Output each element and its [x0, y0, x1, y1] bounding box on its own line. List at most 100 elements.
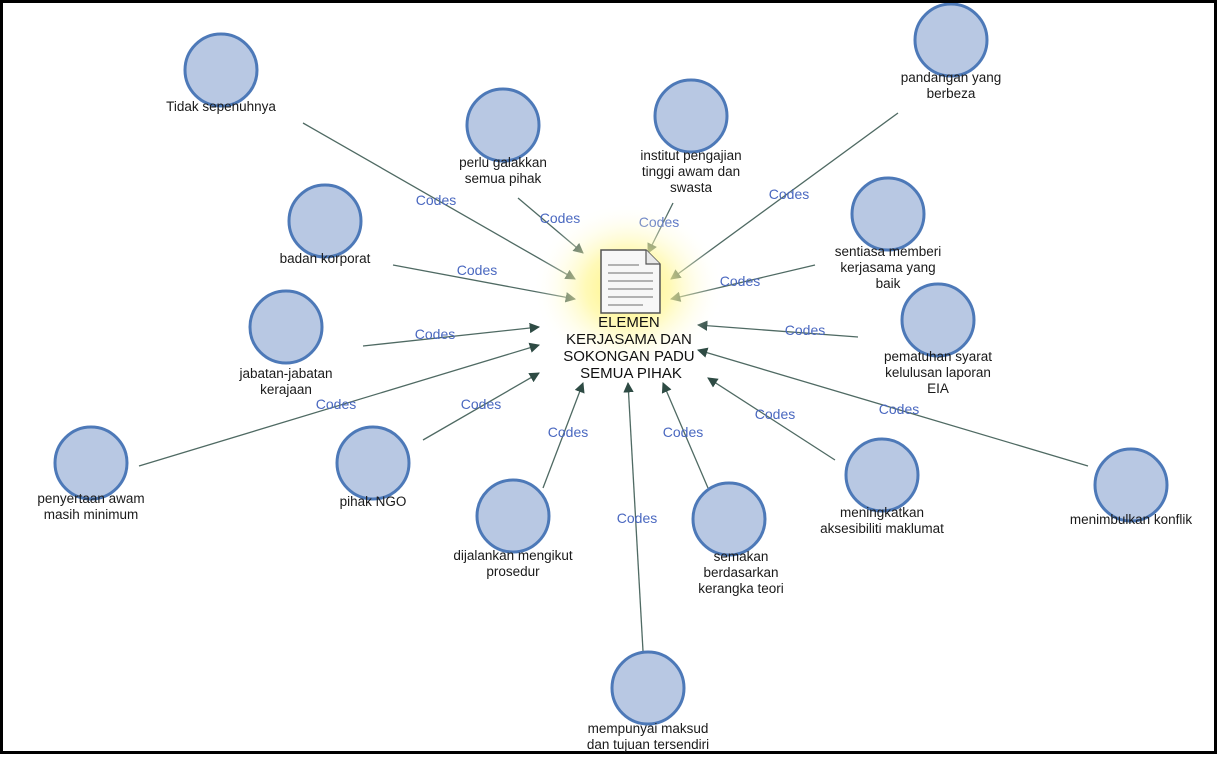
node-label-line: berbeza: [927, 86, 976, 101]
edge-label-codes: Codes: [720, 273, 760, 289]
edge-label-codes: Codes: [548, 424, 588, 440]
node-label-line: masih minimum: [44, 507, 139, 522]
node-label-line: baik: [876, 276, 901, 291]
node-label: pihak NGO: [340, 494, 407, 509]
node-label: badan korporat: [280, 251, 371, 266]
node-label-line: badan korporat: [280, 251, 371, 266]
node-label-line: pihak NGO: [340, 494, 407, 509]
node-label-line: tinggi awam dan: [642, 164, 740, 179]
edge-label-codes: Codes: [416, 192, 456, 208]
edge-pihak-ngo[interactable]: [422, 372, 540, 441]
edge-mempunyai-maksud[interactable]: [623, 381, 644, 652]
edge-label-codes: Codes: [316, 396, 356, 412]
node-circle[interactable]: [691, 481, 767, 557]
edge-label-codes: Codes: [415, 326, 455, 342]
node-label-line: jabatan-jabatan: [238, 366, 332, 381]
node-label-line: dijalankan mengikut: [453, 548, 573, 563]
edge-label-codes: Codes: [785, 322, 825, 338]
node-circle[interactable]: [475, 478, 551, 554]
node-label-line: kerangka teori: [698, 581, 784, 596]
edge-meningkatkan-aksesibiliti[interactable]: [707, 377, 836, 461]
edge-jabatan-kerajaan[interactable]: [362, 322, 541, 347]
node-label-line: semakan: [714, 549, 769, 564]
center-node[interactable]: ELEMEN KERJASAMA DAN SOKONGAN PADU SEMUA…: [533, 203, 723, 382]
node-circle[interactable]: [610, 650, 686, 726]
node-label-line: EIA: [927, 381, 949, 396]
node-circle[interactable]: [850, 176, 926, 252]
node-label-line: menimbulkan konflik: [1070, 512, 1193, 527]
node-circle[interactable]: [287, 183, 363, 259]
node-label-line: penyertaan awam: [37, 491, 144, 506]
edge-label-codes: Codes: [617, 510, 657, 526]
node-label-line: institut pengajian: [640, 148, 741, 163]
node-label-line: pandangan yang: [901, 70, 1002, 85]
node-circle[interactable]: [465, 87, 541, 163]
edge-label-codes: Codes: [755, 406, 795, 422]
node-circle[interactable]: [653, 78, 729, 154]
edge-semakan-kerangka[interactable]: [661, 382, 709, 489]
node-label-line: prosedur: [486, 564, 540, 579]
node-label-line: dan tujuan tersendiri: [587, 737, 709, 752]
node-circle[interactable]: [913, 3, 989, 78]
node-badan-korporat[interactable]: badan korporat: [280, 183, 371, 266]
node-label-line: kelulusan laporan: [885, 365, 991, 380]
node-circle[interactable]: [900, 282, 976, 358]
node-label-line: swasta: [670, 180, 713, 195]
node-pihak-ngo[interactable]: pihak NGO: [335, 425, 411, 509]
edge-pematuhan-syarat[interactable]: [696, 320, 859, 338]
node-label-line: aksesibiliti maklumat: [820, 521, 944, 536]
node-circle[interactable]: [53, 425, 129, 501]
node-label-line: meningkatkan: [840, 505, 924, 520]
edge-label-codes: Codes: [769, 186, 809, 202]
edge-label-codes: Codes: [461, 396, 501, 412]
edge-penyertaan-awam[interactable]: [138, 342, 540, 467]
node-label-line: Tidak sepenuhnya: [166, 99, 276, 114]
center-label: ELEMEN KERJASAMA DAN SOKONGAN PADU SEMUA…: [563, 314, 699, 382]
node-tidak-sepenuhnya[interactable]: Tidak sepenuhnya: [166, 32, 276, 114]
node-circle[interactable]: [844, 437, 920, 513]
node-label-line: kerjasama yang: [840, 260, 935, 275]
node-circle[interactable]: [248, 289, 324, 365]
edge-label-codes: Codes: [663, 424, 703, 440]
node-label-line: kerajaan: [260, 382, 312, 397]
node-circle[interactable]: [1093, 447, 1169, 523]
edge-menimbulkan-konflik[interactable]: [697, 347, 1089, 467]
node-label-line: semua pihak: [465, 171, 542, 186]
edge-label-codes: Codes: [457, 262, 497, 278]
edge-dijalankan-prosedur[interactable]: [542, 382, 585, 489]
node-menimbulkan-konflik[interactable]: menimbulkan konflik: [1070, 447, 1193, 527]
node-circle[interactable]: [183, 32, 259, 108]
center-label-line: SEMUA PIHAK: [580, 365, 682, 382]
node-label-line: mempunyai maksud: [588, 721, 709, 736]
node-label-line: berdasarkan: [703, 565, 778, 580]
edge-label-codes: Codes: [879, 401, 919, 417]
edge-tidak-sepenuhnya[interactable]: [302, 122, 576, 280]
node-circle[interactable]: [335, 425, 411, 501]
node-label: Tidak sepenuhnya: [166, 99, 276, 114]
document-icon: [600, 249, 661, 314]
